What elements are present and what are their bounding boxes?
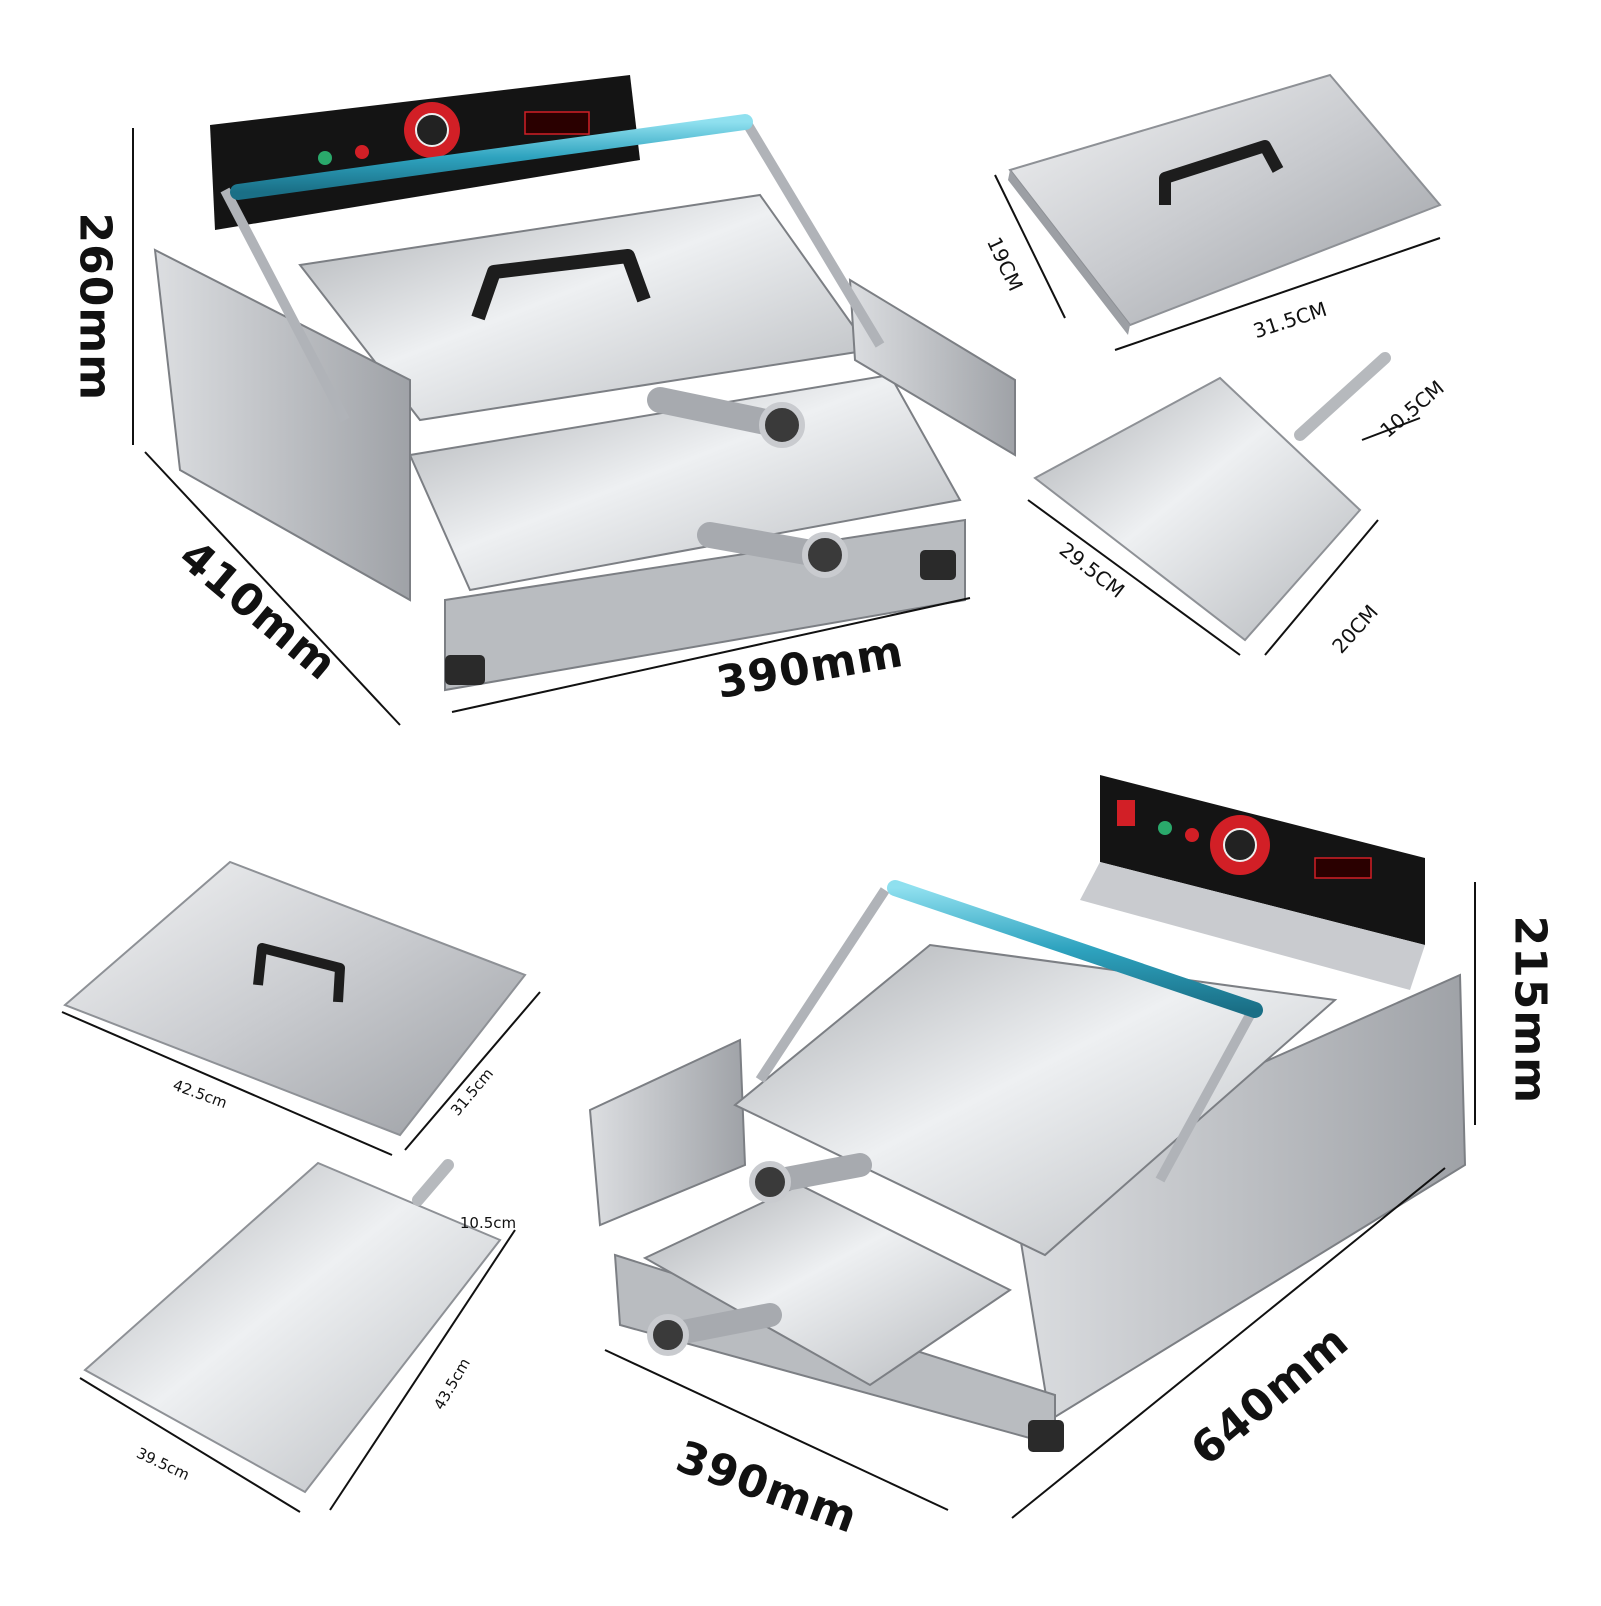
bottom-grill-machine (588, 775, 1467, 1452)
top-grill-machine (153, 75, 1016, 692)
width-line (451, 597, 971, 713)
depth-line (144, 451, 401, 726)
top-lid (1008, 73, 1442, 335)
spatula-length-line (1027, 499, 1241, 656)
bottom-machine-height-label: 215mm (1504, 915, 1556, 1105)
spatula-handle-line (1361, 417, 1421, 441)
lid-depth-line-2 (404, 991, 541, 1151)
width-line-2 (604, 1349, 949, 1511)
top-spatula (1033, 352, 1391, 642)
lid-width-line-2 (61, 1011, 393, 1156)
lid-width-line (1114, 237, 1441, 351)
depth-line-2 (1011, 1167, 1446, 1519)
spatula-length-line-2 (329, 1229, 516, 1511)
spatula-width-line (1264, 519, 1379, 656)
top-machine-height-label: 260mm (69, 212, 121, 402)
bottom-lid (63, 860, 527, 1137)
bottom-spatula-handle-label: 10.5cm (459, 1214, 517, 1232)
spatula-width-line-2 (79, 1377, 301, 1513)
lid-height-line (994, 174, 1066, 319)
bottom-spatula (83, 1159, 502, 1494)
